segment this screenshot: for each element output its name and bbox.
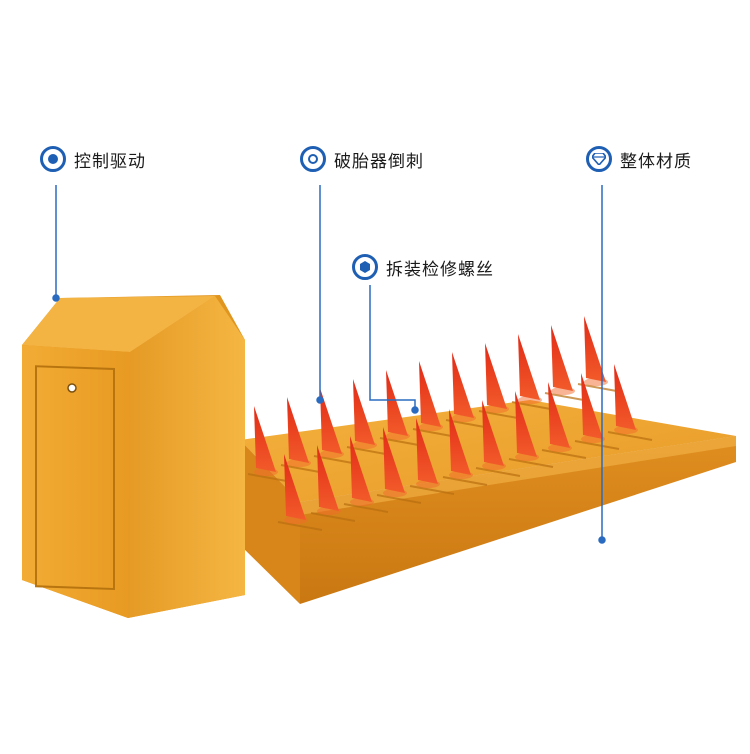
spike <box>614 364 636 430</box>
spike <box>518 334 540 400</box>
plate-slot <box>475 467 521 477</box>
plate-slot <box>346 446 392 456</box>
spike <box>287 397 309 463</box>
diamond-icon <box>586 146 612 172</box>
plate-slot <box>541 449 587 459</box>
spike <box>320 388 342 454</box>
plate-slot <box>607 431 653 441</box>
plate-slot <box>445 419 491 429</box>
spike <box>353 379 375 445</box>
callout-label: 拆装检修螺丝 <box>386 259 494 280</box>
plate-slot <box>577 383 623 393</box>
spike <box>317 445 339 511</box>
spike <box>386 370 408 436</box>
plate-slot <box>280 464 326 474</box>
leader-lines <box>52 185 606 544</box>
spike <box>482 400 504 466</box>
plate-slot <box>544 392 590 402</box>
callout-label: 控制驱动 <box>74 151 146 172</box>
plate-slot <box>478 410 524 420</box>
control-box-door <box>35 365 115 591</box>
spike <box>581 373 603 439</box>
spike <box>485 343 507 409</box>
callout-screw: 拆装检修螺丝 <box>352 254 494 280</box>
callout-label: 整体材质 <box>620 151 692 172</box>
plate-slot <box>247 473 293 483</box>
plate-slot <box>409 485 455 495</box>
spike <box>284 454 306 520</box>
hex-nut-icon <box>352 254 378 280</box>
plate-slot <box>343 503 389 513</box>
plate-slot <box>412 428 458 438</box>
spiral-icon <box>300 146 326 172</box>
spike <box>350 436 372 502</box>
spike <box>419 361 441 427</box>
spike <box>584 316 606 382</box>
plate-slot <box>574 440 620 450</box>
spike-plate <box>240 383 736 604</box>
spike <box>548 382 570 448</box>
callout-control-drive: 控制驱动 <box>40 146 146 172</box>
plate-slot <box>310 512 356 522</box>
plate-slot <box>442 476 488 486</box>
spike <box>515 391 537 457</box>
spike <box>551 325 573 391</box>
callout-material: 整体材质 <box>586 146 692 172</box>
control-box <box>22 295 245 618</box>
circle-dot-icon <box>40 146 66 172</box>
plate-slot <box>313 455 359 465</box>
plate-slot <box>376 494 422 504</box>
plate-slot <box>379 437 425 447</box>
callout-label: 破胎器倒刺 <box>334 151 424 172</box>
callout-tire-breaker: 破胎器倒刺 <box>300 146 424 172</box>
spike <box>416 418 438 484</box>
plate-slot <box>508 458 554 468</box>
spike <box>254 406 276 472</box>
spike <box>383 427 405 493</box>
plate-slot <box>511 401 557 411</box>
spike <box>449 409 471 475</box>
door-lock-icon <box>67 383 77 393</box>
spike <box>452 352 474 418</box>
plate-slot <box>277 521 323 531</box>
spike-row <box>254 316 638 524</box>
